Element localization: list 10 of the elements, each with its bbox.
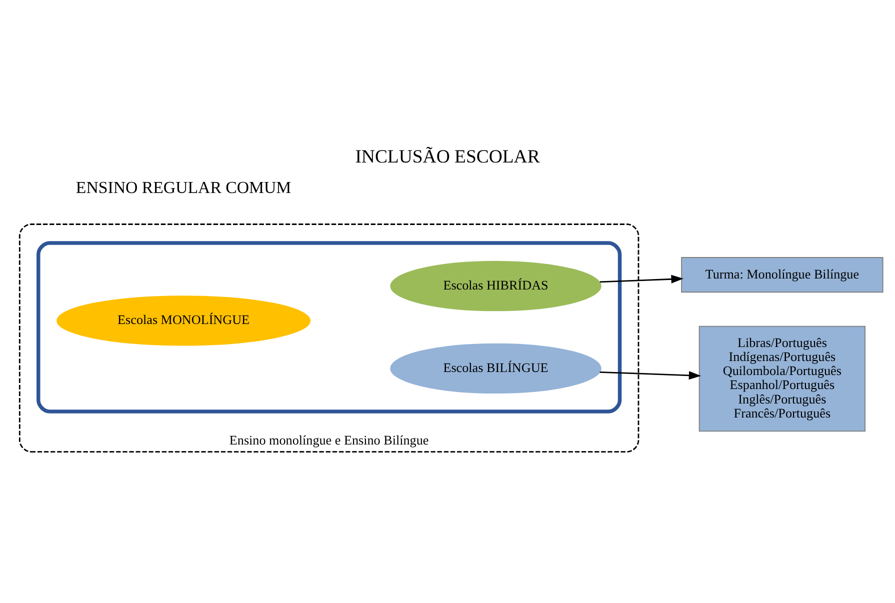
cluster [36,241,622,414]
label: ENSINO REGULAR COMUM [76,178,292,197]
node-ellipse: Escolas MONOLÍNGUE [56,296,311,346]
arrow [600,274,684,284]
node-ellipse: Escolas HIBRÍDAS [390,260,602,312]
node-box: Libras/Português Indígenas/Português Quilombola/Português Espanhol/Português Inglês/Português Francês/Português [698,326,866,432]
node-ellipse: Escolas BILÍNGUE [390,343,602,394]
node-box: Turma: Monolíngue Bilíngue [681,257,884,293]
diagram-title: INCLUSÃO ESCOLAR [355,146,540,168]
arrow [600,371,702,380]
